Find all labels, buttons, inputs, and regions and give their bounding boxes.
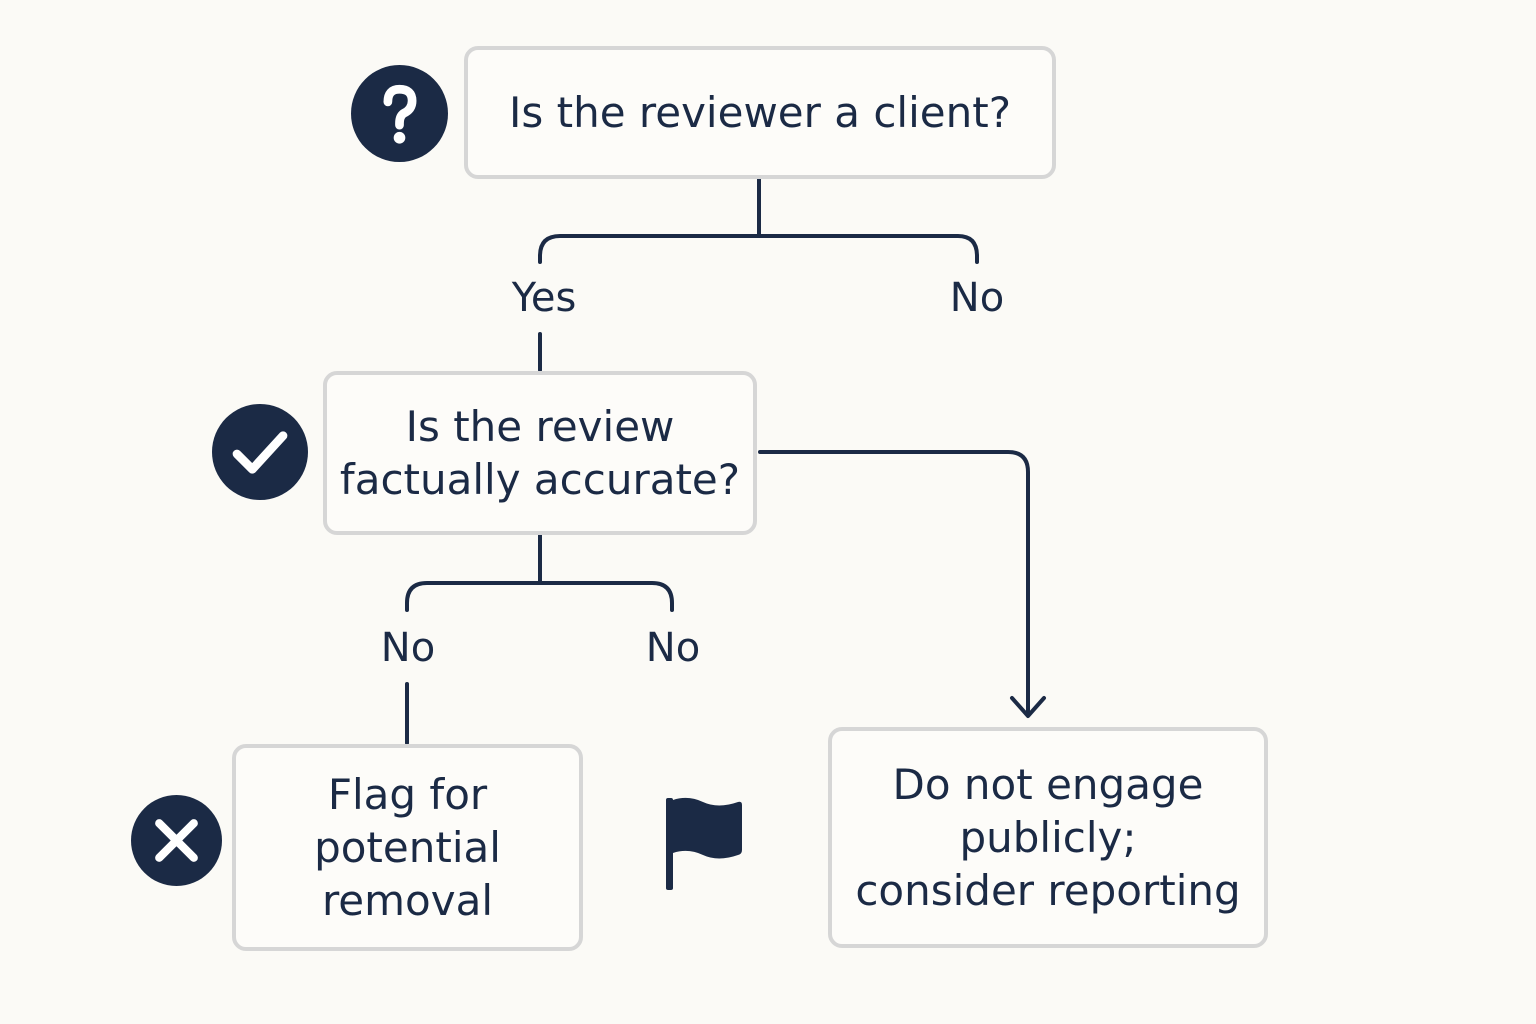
connector-client-yes [538, 234, 761, 264]
connector-client-no [757, 234, 979, 264]
question-icon [351, 65, 448, 162]
question-reviewer-client: Is the reviewer a client? [464, 46, 1056, 179]
close-icon [131, 795, 222, 886]
question-factually-accurate: Is the review factually accurate? [323, 371, 757, 535]
connector-accuracy-no-left [405, 581, 542, 612]
outcome-flag-for-removal: Flag for potential removal [232, 744, 583, 951]
edge-label-no-right: No [645, 625, 701, 671]
connector-accuracy-no-right [538, 581, 674, 612]
edge-label-yes: Yes [511, 275, 577, 321]
edge-label-no: No [949, 275, 1005, 321]
connector-accuracy-to-do-not-engage [758, 450, 1030, 716]
edge-label-no-left: No [380, 625, 436, 671]
outcome-do-not-engage: Do not engage publicly; consider reporti… [828, 727, 1268, 948]
arrowhead-do-not-engage [1010, 696, 1046, 718]
check-icon [212, 404, 308, 500]
flag-icon [666, 797, 742, 890]
